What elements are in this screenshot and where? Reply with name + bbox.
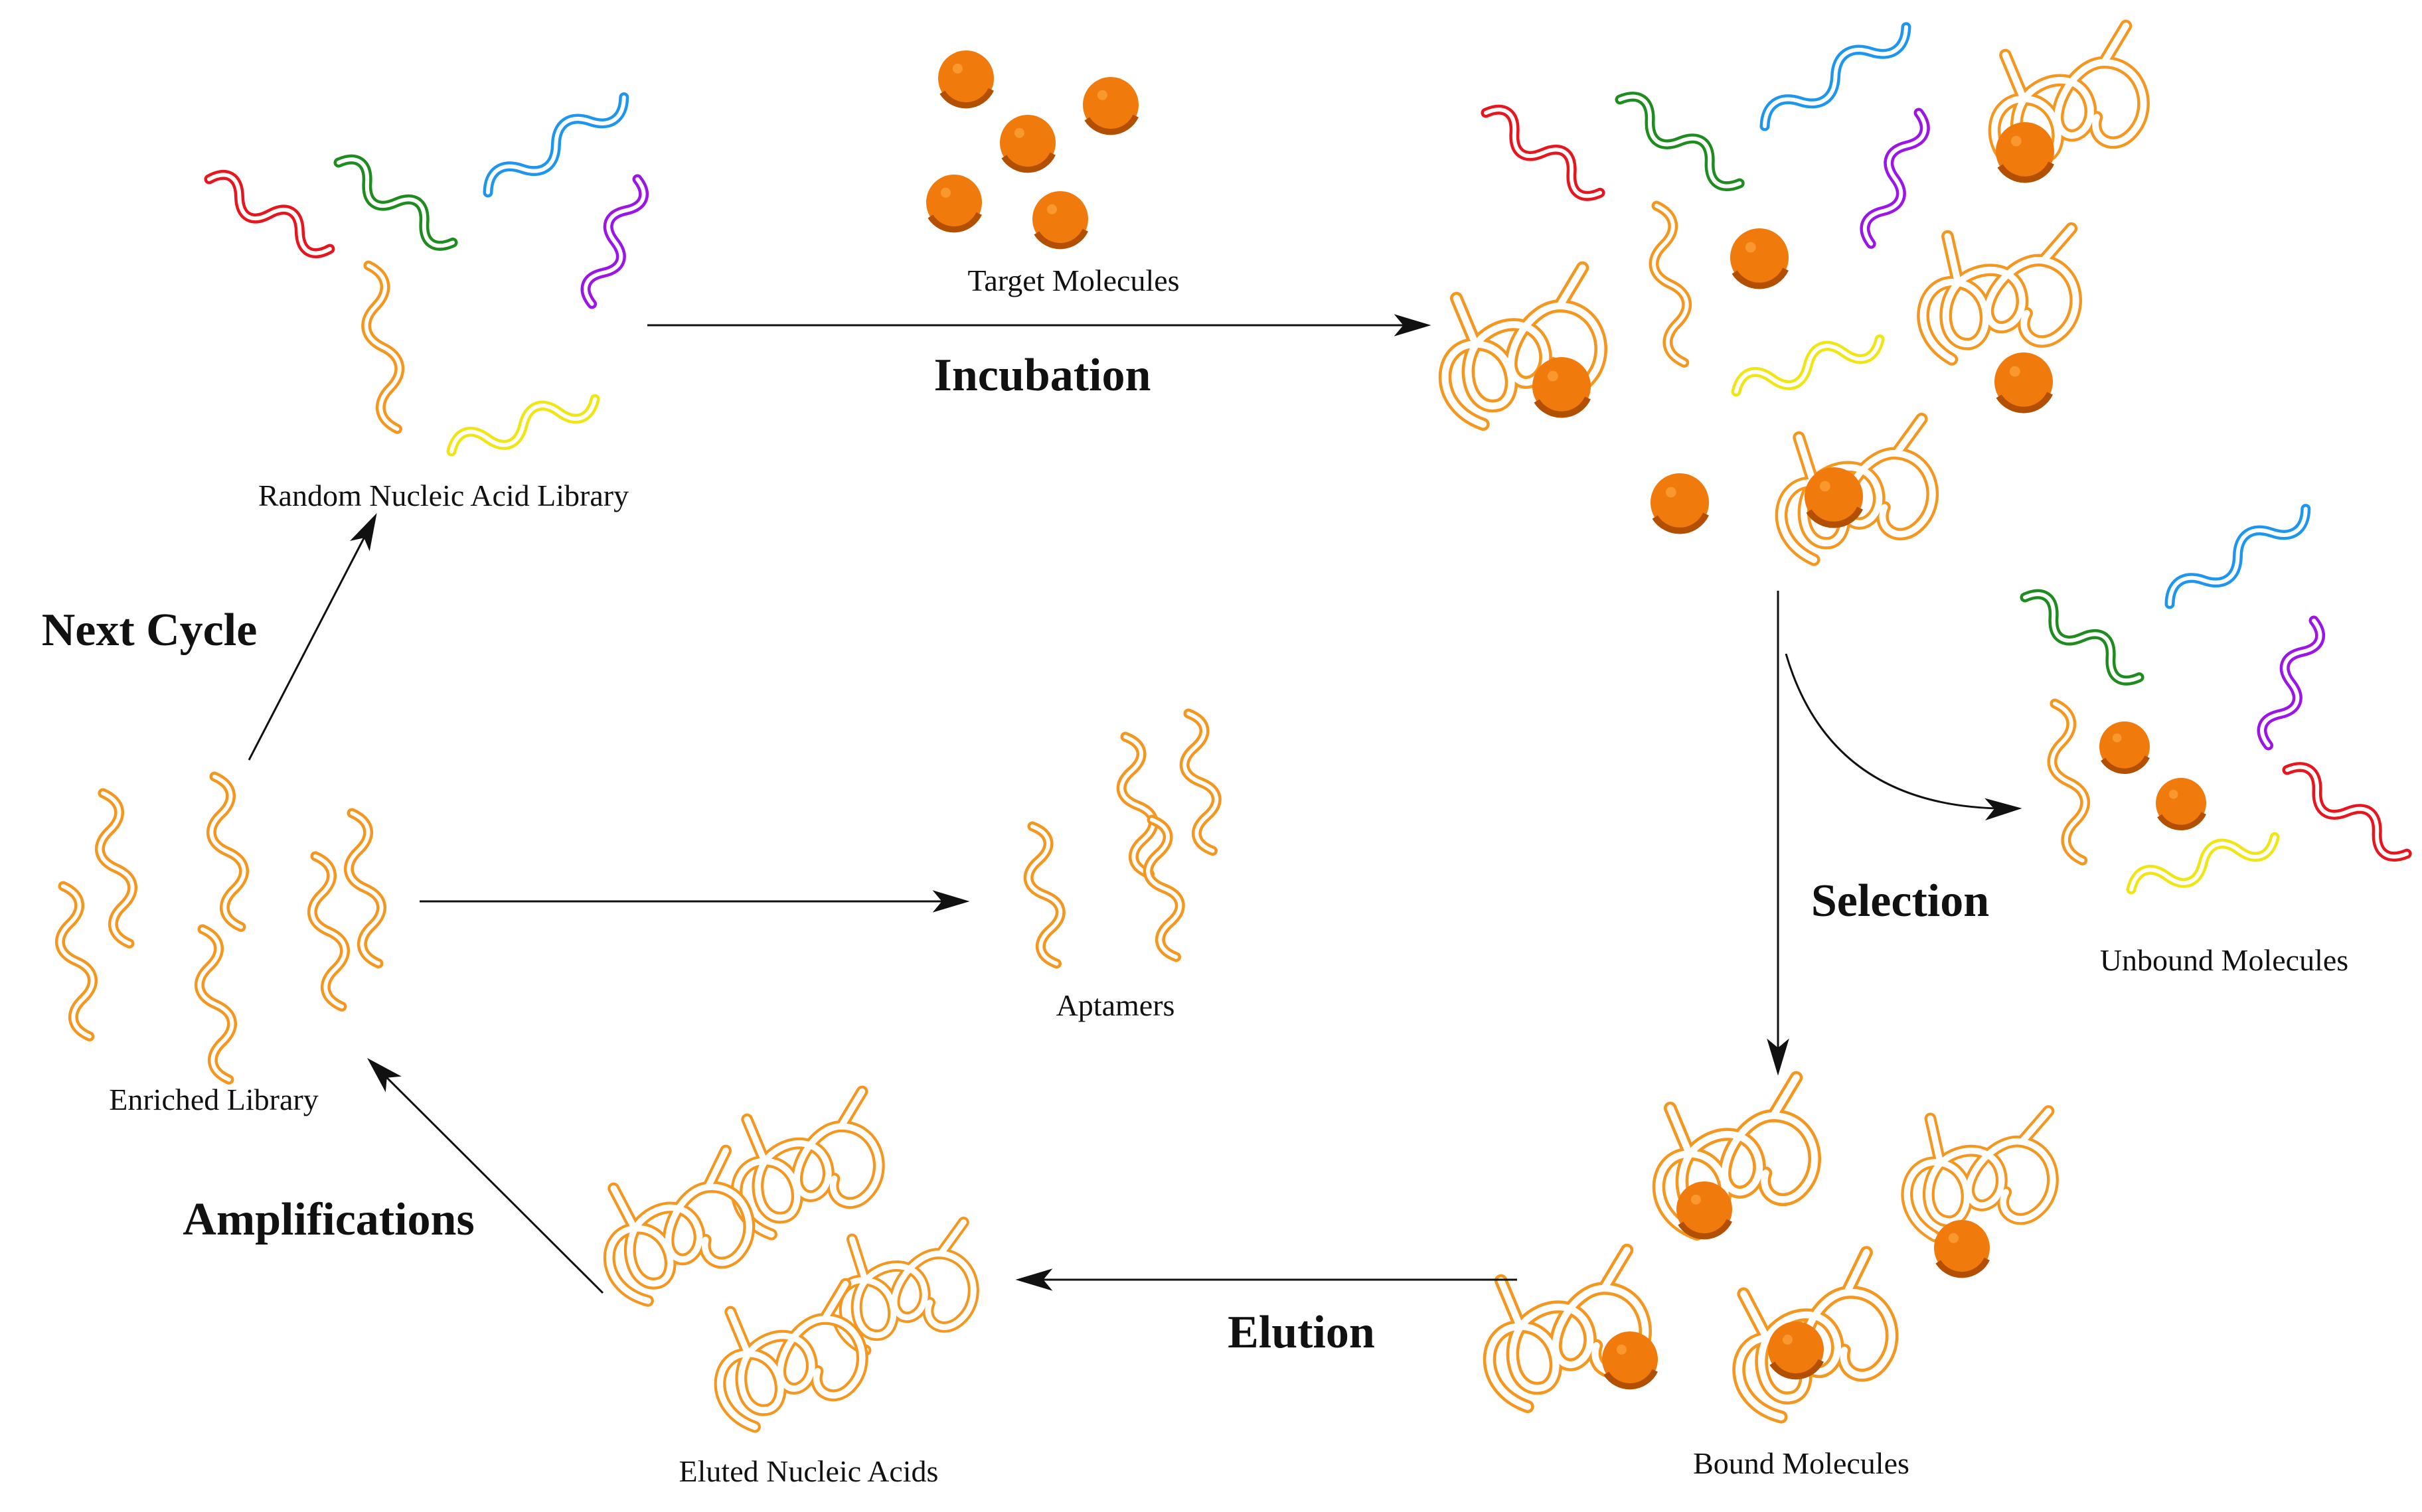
aptamer-strand <box>1143 814 1185 962</box>
target-molecule <box>1996 122 2054 183</box>
target-molecule <box>2156 778 2206 830</box>
orange-nucleic-acid <box>361 260 405 434</box>
red-nucleic-acid <box>204 170 335 258</box>
eluted-nucleic-acids-label: Eluted Nucleic Acids <box>679 1454 939 1488</box>
folded-aptamer <box>714 1278 868 1433</box>
yellow-nucleic-acid <box>446 394 600 457</box>
green-nucleic-acid <box>1615 92 1745 191</box>
red-nucleic-acid <box>1481 104 1605 201</box>
folded-aptamer <box>1438 261 1607 431</box>
folded-aptamer <box>1988 19 2150 182</box>
amplifications-step-label: Amplifications <box>183 1194 474 1245</box>
target-molecule <box>938 50 994 109</box>
orange-nucleic-acid <box>1649 200 1692 368</box>
target-molecules-group <box>926 50 1139 250</box>
blue-nucleic-acid <box>483 92 629 198</box>
orange-nucleic-acid <box>206 771 249 933</box>
purple-nucleic-acid <box>580 174 649 309</box>
folded-aptamer <box>1917 222 2082 366</box>
selection-step-label: Selection <box>1811 875 1989 927</box>
orange-nucleic-acid <box>2047 698 2091 866</box>
target-molecule <box>1000 115 1056 173</box>
blue-nucleic-acid <box>1759 22 1911 131</box>
eluted-nucleic-acids-group <box>603 1085 979 1433</box>
target-molecule <box>1768 1322 1824 1380</box>
target-molecule <box>926 175 982 233</box>
target-molecule <box>1934 1220 1990 1278</box>
target-molecule <box>1651 473 1709 534</box>
aptamer-strand <box>1023 821 1066 969</box>
folded-aptamer <box>603 1144 756 1307</box>
amplification-arrow <box>367 1058 604 1294</box>
target-molecule <box>1805 467 1863 528</box>
folded-aptamer <box>1901 1105 2059 1243</box>
orange-nucleic-acid <box>344 808 386 969</box>
aptamers-group <box>1023 708 1222 969</box>
target-molecule <box>1730 228 1789 289</box>
unbound-molecules-group <box>2020 504 2412 895</box>
folded-aptamer <box>730 1085 885 1241</box>
target-molecule <box>1602 1331 1658 1390</box>
target-molecule <box>1532 357 1591 418</box>
purple-nucleic-acid <box>2257 615 2325 751</box>
random-library-label: Random Nucleic Acid Library <box>258 479 629 512</box>
bound-molecules-group <box>1483 1071 2059 1424</box>
green-nucleic-acid <box>2020 589 2144 686</box>
target-molecule <box>1994 352 2053 414</box>
yellow-nucleic-acid <box>2126 832 2280 895</box>
target-molecule <box>1032 191 1088 250</box>
purple-nucleic-acid <box>1860 108 1930 249</box>
target-molecule <box>1083 77 1139 135</box>
target-molecule <box>1676 1181 1732 1240</box>
elution-step-label: Elution <box>1228 1307 1375 1358</box>
orange-nucleic-acid <box>55 881 98 1042</box>
next-cycle-step-label: Next Cycle <box>42 605 258 656</box>
next-cycle-arrow <box>248 513 377 761</box>
incubation-mixture-group <box>1438 19 2150 566</box>
target-molecule <box>2099 721 2150 774</box>
green-nucleic-acid <box>333 154 458 251</box>
enriched-library-group <box>55 771 386 1085</box>
folded-aptamer <box>1732 1246 1899 1424</box>
aptamer-strand <box>1179 708 1222 856</box>
target-molecules-label: Target Molecules <box>967 264 1179 297</box>
folded-aptamer <box>1652 1071 1821 1241</box>
aptamers-label: Aptamers <box>1056 988 1175 1022</box>
unbound-removal-arrow <box>1785 653 2022 821</box>
random-library-group <box>204 92 649 457</box>
red-nucleic-acid <box>2282 762 2412 862</box>
folded-aptamer <box>830 1217 979 1356</box>
aptamer-strand <box>1116 731 1159 879</box>
bound-molecules-label: Bound Molecules <box>1693 1446 1909 1480</box>
blue-nucleic-acid <box>2164 504 2311 609</box>
orange-nucleic-acid <box>307 851 350 1012</box>
yellow-nucleic-acid <box>1731 334 1885 397</box>
folded-aptamer <box>1483 1243 1652 1414</box>
orange-nucleic-acid <box>195 924 237 1085</box>
orange-nucleic-acid <box>95 788 137 949</box>
enriched-library-label: Enriched Library <box>109 1083 318 1116</box>
incubation-step-label: Incubation <box>934 350 1151 401</box>
unbound-molecules-label: Unbound Molecules <box>2100 943 2348 977</box>
